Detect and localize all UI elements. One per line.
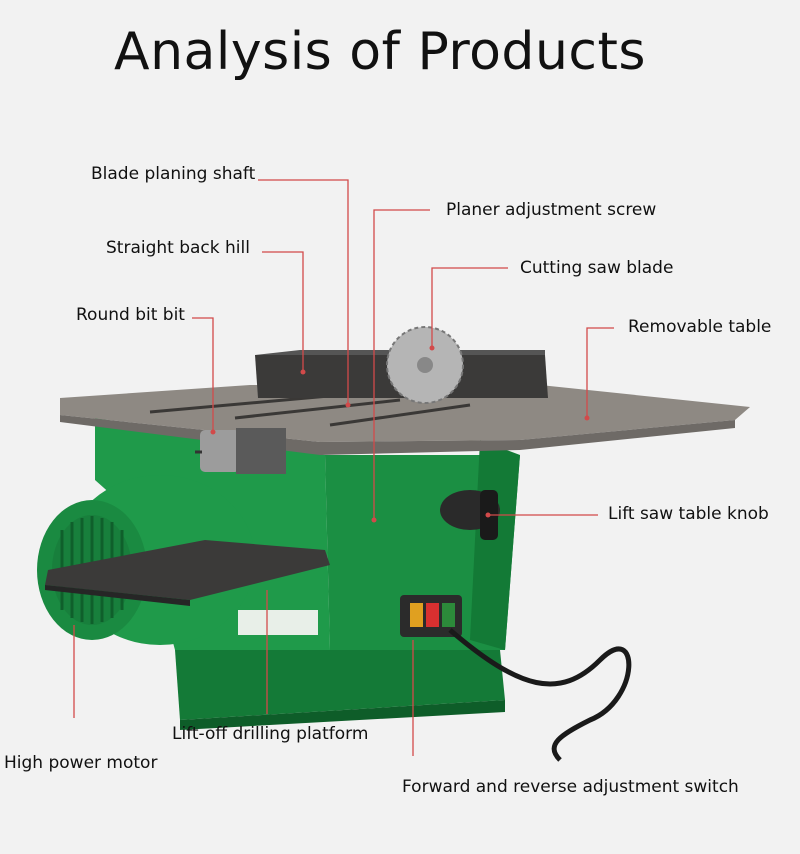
machine-base <box>175 650 505 720</box>
label-planer-adjustment-screw: Planer adjustment screw <box>446 200 657 220</box>
drill-chuck <box>195 428 286 474</box>
label-lift-off-drilling-platform: Lift-off drilling platform <box>172 724 369 744</box>
page-title: Analysis of Products <box>114 22 646 82</box>
label-round-bit-bit: Round bit bit <box>76 305 185 325</box>
label-lift-saw-table-knob: Lift saw table knob <box>608 504 769 524</box>
saw-blade <box>386 326 464 404</box>
label-straight-back-hill: Straight back hill <box>106 238 250 258</box>
label-cutting-saw-blade: Cutting saw blade <box>520 258 674 278</box>
label-removable-table: Removable table <box>628 317 772 337</box>
spec-plate <box>238 610 318 635</box>
power-cord <box>448 628 632 762</box>
label-high-power-motor: High power motor <box>4 753 158 773</box>
drilling-platform <box>45 540 330 600</box>
label-blade-planing-shaft: Blade planing shaft <box>91 164 256 184</box>
switch-box <box>400 595 462 637</box>
label-forward-reverse-switch: Forward and reverse adjustment switch <box>402 777 739 797</box>
